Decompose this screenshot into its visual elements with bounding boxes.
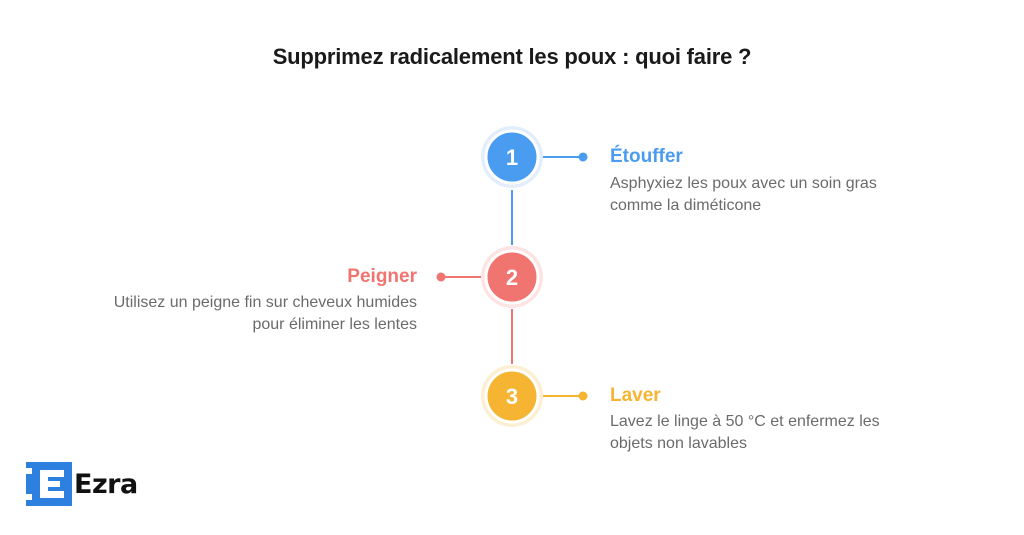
step-2-number: 2: [506, 265, 518, 290]
step-3-description-line-1: Lavez le linge à 50 °C et enfermez les: [610, 413, 880, 430]
ezra-logo: Ezra: [26, 462, 138, 506]
step-2-title: Peigner: [347, 266, 417, 287]
step-1-description: Asphyxiez les poux avec un soin gras com…: [610, 173, 877, 217]
step-3-node: 3: [481, 365, 588, 427]
page-title: Supprimez radicalement les poux : quoi f…: [272, 44, 752, 69]
step-3-title: Laver: [610, 385, 661, 406]
step-3-description-line-2: objets non lavables: [610, 435, 747, 452]
step-3-description: Lavez le linge à 50 °C et enfermez les o…: [610, 411, 880, 455]
step-3-number: 3: [506, 384, 518, 409]
step-1-title: Étouffer: [610, 146, 683, 167]
step-2-description: Utilisez un peigne fin sur cheveux humid…: [114, 292, 417, 336]
step-2-description-line-2: pour éliminer les lentes: [252, 316, 417, 333]
ezra-logo-icon: [26, 462, 72, 506]
step-1-description-line-2: comme la diméticone: [610, 197, 762, 214]
logo-text: Ezra: [74, 468, 138, 500]
step-1-number: 1: [506, 145, 518, 170]
step-1-description-line-1: Asphyxiez les poux avec un soin gras: [610, 175, 877, 192]
step-2-node: 2: [436, 246, 543, 308]
step-2-description-line-1: Utilisez un peigne fin sur cheveux humid…: [113, 294, 417, 311]
step-1-node: 1: [481, 126, 588, 188]
